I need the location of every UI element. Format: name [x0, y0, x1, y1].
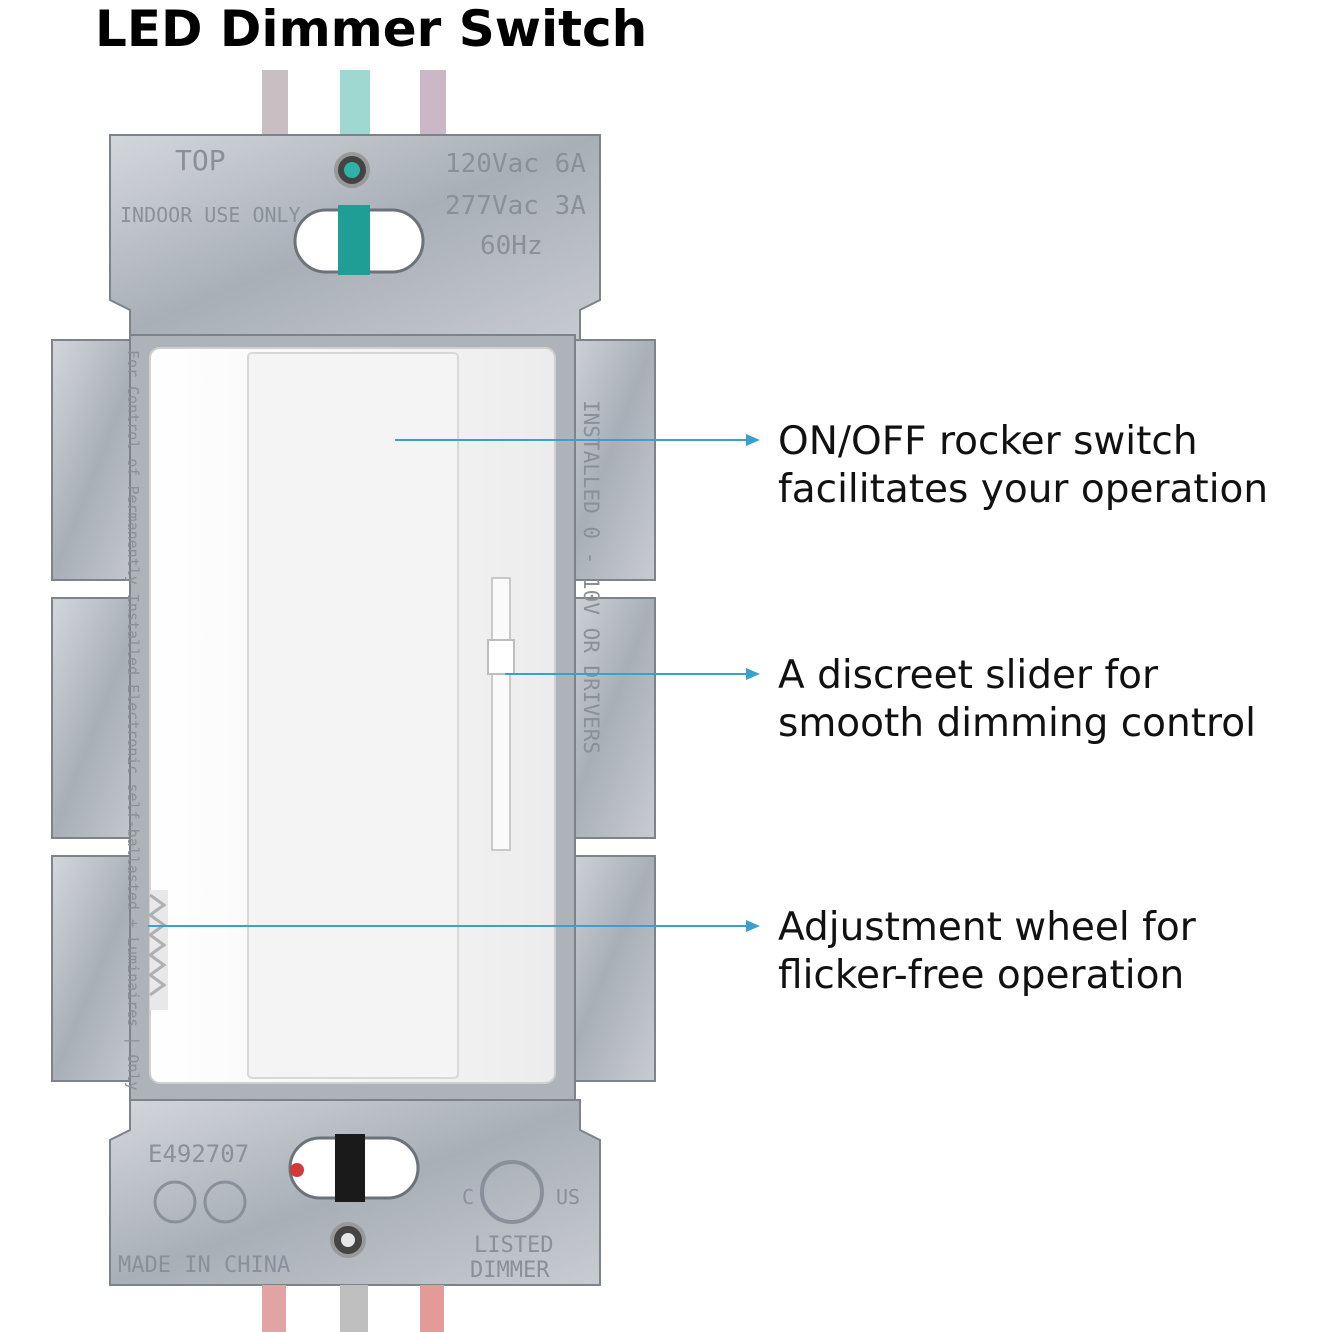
indoor-label: INDOOR USE ONLY	[120, 203, 301, 227]
callout-wheel: Adjustment wheel for flicker-free operat…	[778, 904, 1196, 1000]
callout-rocker: ON/OFF rocker switch facilitates your op…	[778, 418, 1268, 514]
callout-slider-line2: smooth dimming control	[778, 701, 1256, 746]
top-mounting-strap: TOP INDOOR USE ONLY 120Vac 6A 277Vac 3A …	[109, 134, 601, 341]
page-title: LED Dimmer Switch	[95, 0, 648, 58]
callout-lines	[148, 434, 760, 932]
callout-wheel-line1: Adjustment wheel for	[778, 905, 1196, 950]
made-in-label: MADE IN CHINA	[118, 1253, 290, 1278]
rocker-paddle[interactable]	[247, 352, 459, 1079]
rating-line-2: 277Vac 3A	[445, 191, 586, 221]
ul-us-label: US	[556, 1185, 580, 1209]
listed-label: LISTED	[474, 1233, 553, 1258]
callout-slider-line1: A discreet slider for	[778, 653, 1159, 698]
callout-rocker-line1: ON/OFF rocker switch	[778, 419, 1198, 464]
callout-slider: A discreet slider for smooth dimming con…	[778, 652, 1256, 748]
bottom-mounting-strap: E492707 MADE IN CHINA C US LISTED DIMMER	[109, 1099, 601, 1286]
side-text-left: For Control of Permanently Installed Ele…	[124, 350, 142, 1091]
switch-body: INSTALLED 0 - 10V OR DRIVERS For Control…	[124, 347, 603, 1091]
certification-mark-icon	[203, 1180, 247, 1224]
dimmer-slider-knob[interactable]	[487, 639, 515, 675]
ul-c-label: C	[462, 1185, 474, 1209]
callout-wheel-line2: flicker-free operation	[778, 953, 1185, 998]
model-code: E492707	[148, 1140, 249, 1168]
callout-rocker-line2: facilitates your operation	[778, 467, 1269, 512]
side-text-right: INSTALLED 0 - 10V OR DRIVERS	[579, 400, 603, 754]
bottom-wires	[262, 1285, 444, 1332]
dimmer-label: DIMMER	[470, 1258, 550, 1283]
adjustment-wheel[interactable]	[147, 890, 168, 1010]
ul-logo-icon	[480, 1160, 544, 1224]
rating-line-1: 120Vac 6A	[445, 149, 586, 179]
top-wires	[262, 70, 446, 140]
cu-mark-icon	[153, 1180, 197, 1224]
dimmer-slider-track[interactable]	[491, 577, 511, 851]
top-label: TOP	[175, 144, 226, 177]
rating-line-3: 60Hz	[480, 231, 543, 261]
